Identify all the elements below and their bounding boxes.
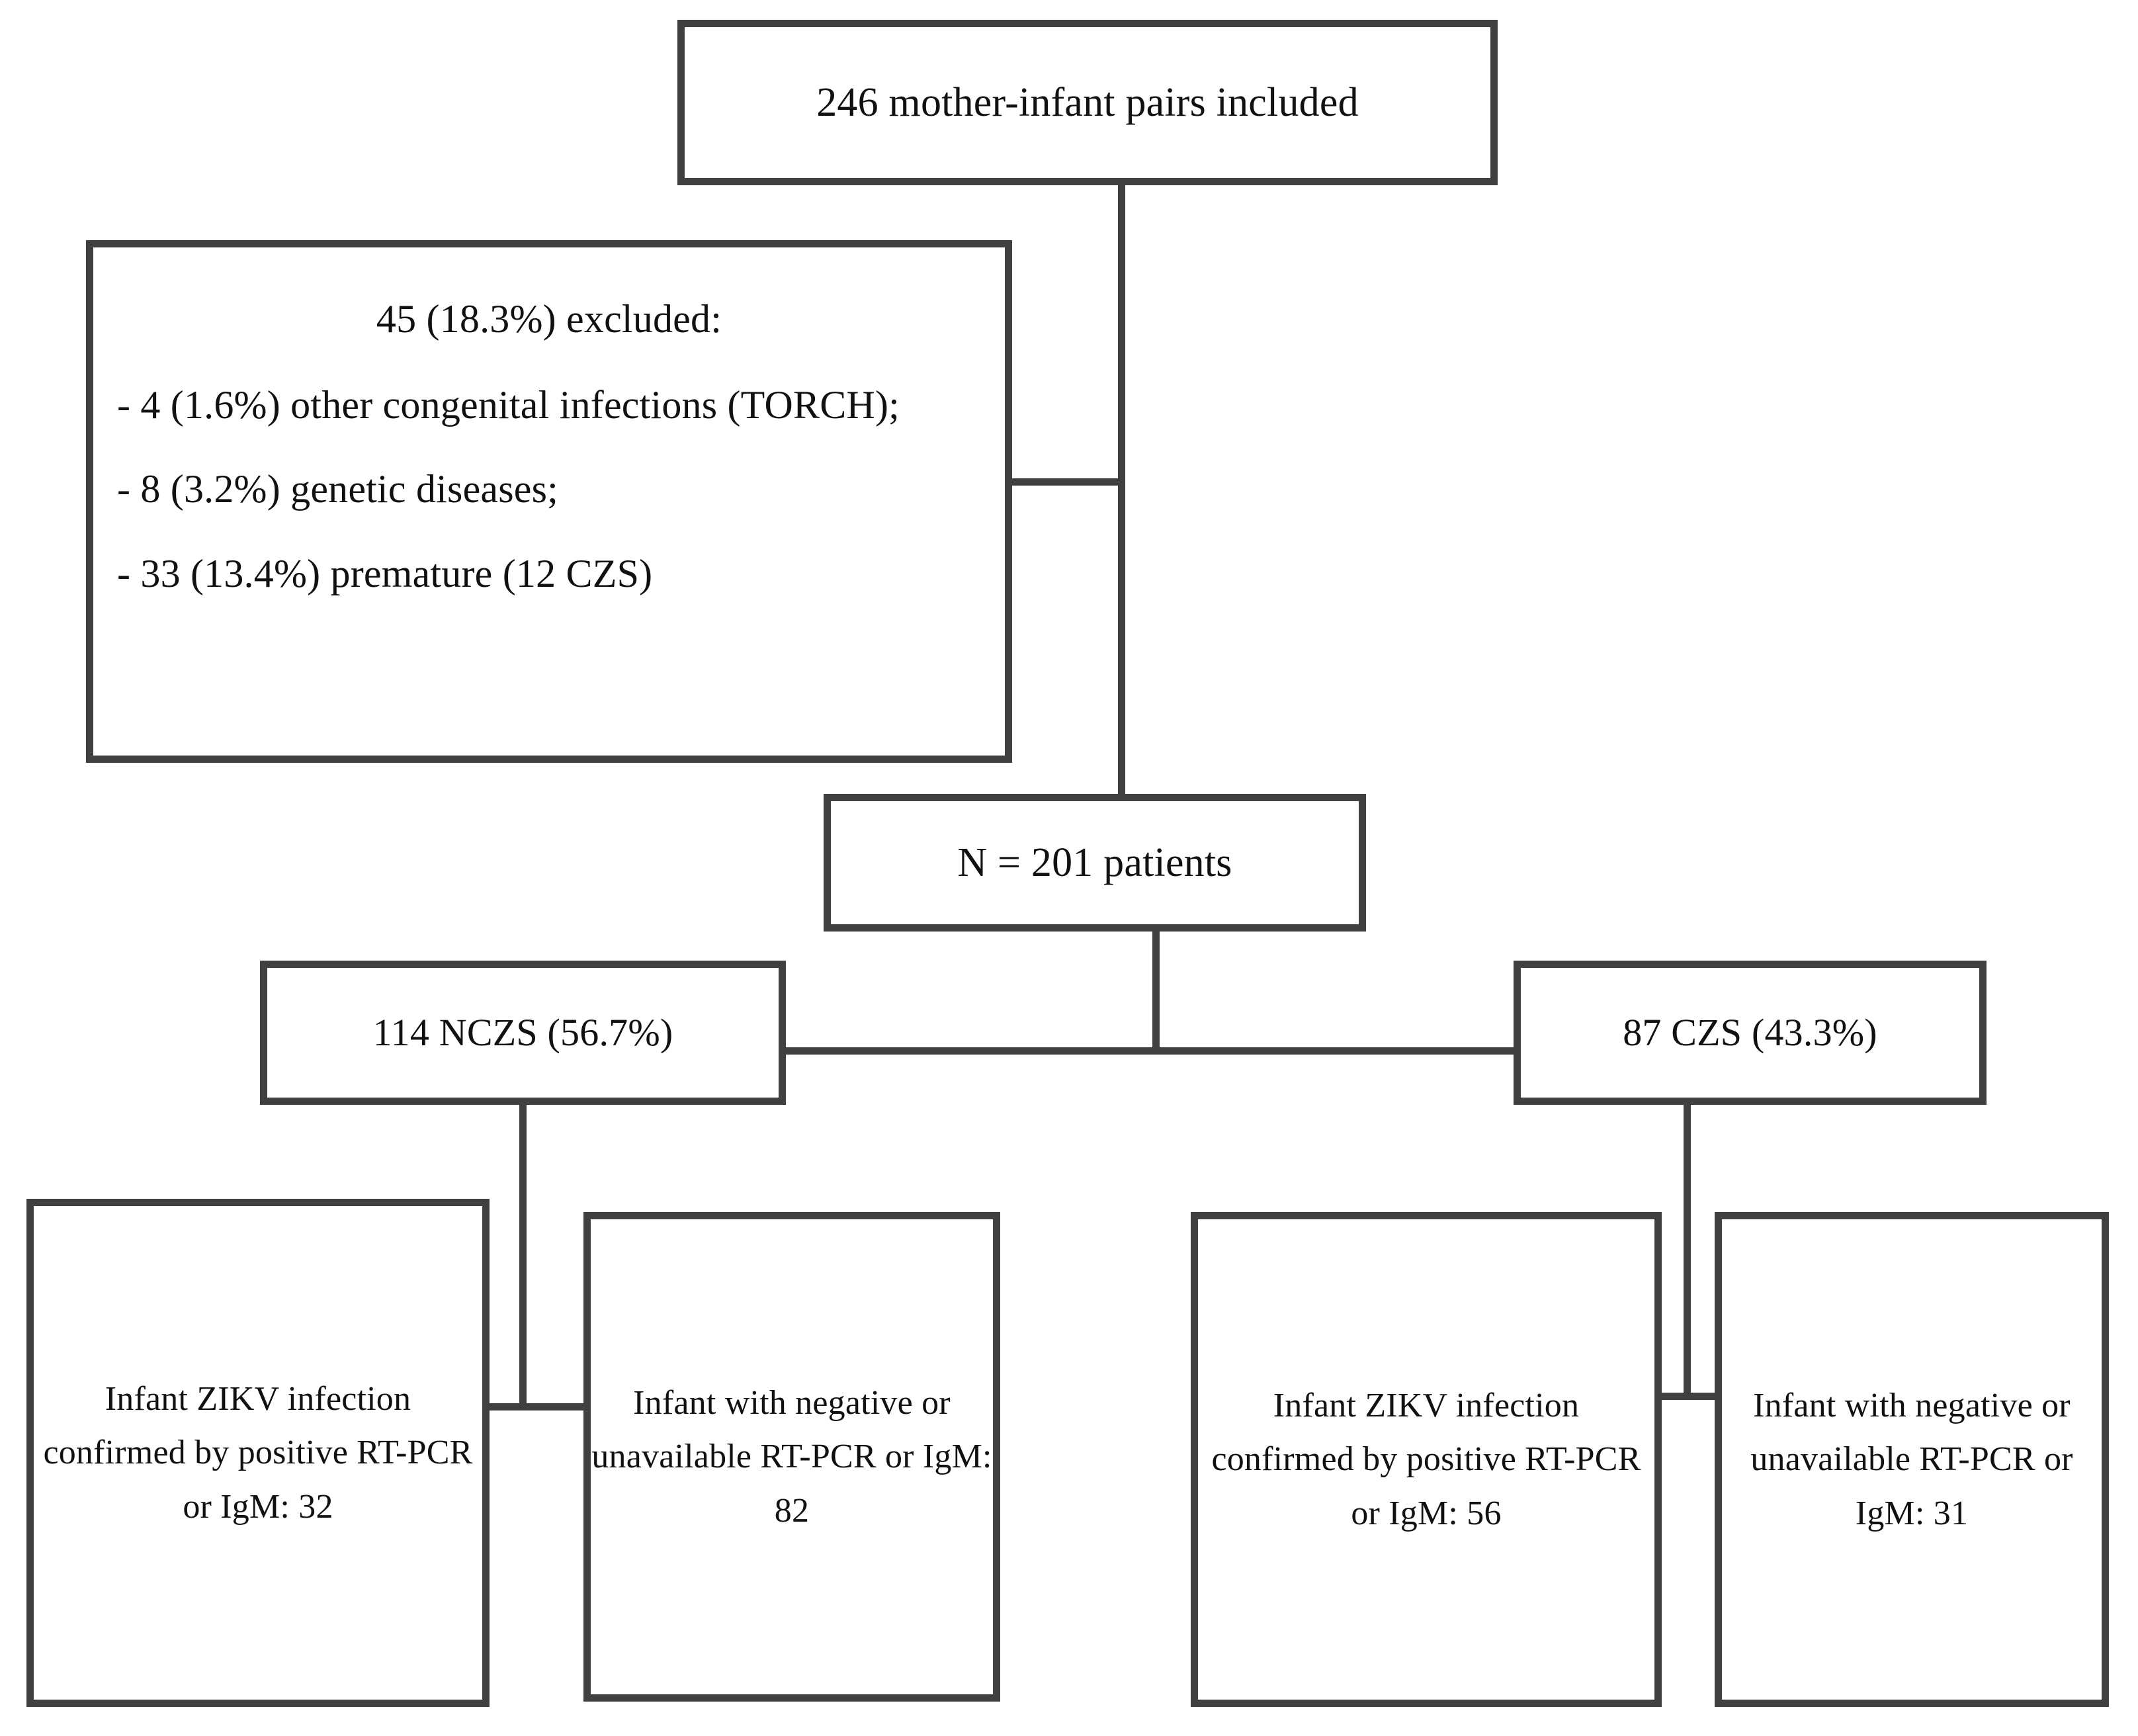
- node-excluded: 45 (18.3%) excluded: - 4 (1.6%) other co…: [86, 240, 1012, 763]
- connector-enrolled-to-analyzed: [1118, 181, 1125, 798]
- node-nczs: 114 NCZS (56.7%): [260, 961, 786, 1105]
- node-excluded-item-premature: - 33 (13.4%) premature (12 CZS): [117, 551, 653, 595]
- connector-enrolled-to-excluded: [1007, 478, 1121, 486]
- node-enrolled-label: 246 mother-infant pairs included: [816, 79, 1359, 125]
- node-czs: 87 CZS (43.3%): [1514, 961, 1987, 1105]
- node-nczs-zikv-positive-label: Infant ZIKV infection confirmed by posit…: [43, 1380, 473, 1526]
- connector-czs-split-bar: [1654, 1393, 1720, 1400]
- node-excluded-item-torch: - 4 (1.6%) other congenital infections (…: [117, 382, 900, 427]
- node-czs-zikv-negative-label: Infant with negative or unavailable RT-P…: [1750, 1387, 2073, 1532]
- node-czs-label: 87 CZS (43.3%): [1623, 1010, 1877, 1054]
- node-excluded-item-genetic: - 8 (3.2%) genetic diseases;: [117, 467, 559, 511]
- connector-analyzed-split-bar: [781, 1047, 1518, 1055]
- node-enrolled: 246 mother-infant pairs included: [677, 20, 1498, 185]
- connector-czs-stem: [1684, 1101, 1691, 1400]
- connector-nczs-split-bar: [482, 1403, 589, 1410]
- node-czs-zikv-positive-label: Infant ZIKV infection confirmed by posit…: [1211, 1387, 1641, 1532]
- node-analyzed: N = 201 patients: [824, 794, 1366, 932]
- node-nczs-label: 114 NCZS (56.7%): [372, 1010, 673, 1054]
- node-czs-zikv-positive: Infant ZIKV infection confirmed by posit…: [1191, 1212, 1662, 1707]
- node-nczs-zikv-negative: Infant with negative or unavailable RT-P…: [583, 1212, 1000, 1702]
- node-nczs-zikv-positive: Infant ZIKV infection confirmed by posit…: [26, 1199, 490, 1707]
- node-czs-zikv-negative: Infant with negative or unavailable RT-P…: [1715, 1212, 2109, 1707]
- node-analyzed-label: N = 201 patients: [957, 840, 1232, 885]
- node-excluded-body: 45 (18.3%) excluded: - 4 (1.6%) other co…: [117, 288, 981, 627]
- connector-nczs-stem: [519, 1101, 527, 1410]
- node-excluded-header: 45 (18.3%) excluded:: [376, 297, 722, 341]
- node-nczs-zikv-negative-label: Infant with negative or unavailable RT-P…: [591, 1384, 992, 1530]
- connector-analyzed-stem: [1152, 928, 1160, 1053]
